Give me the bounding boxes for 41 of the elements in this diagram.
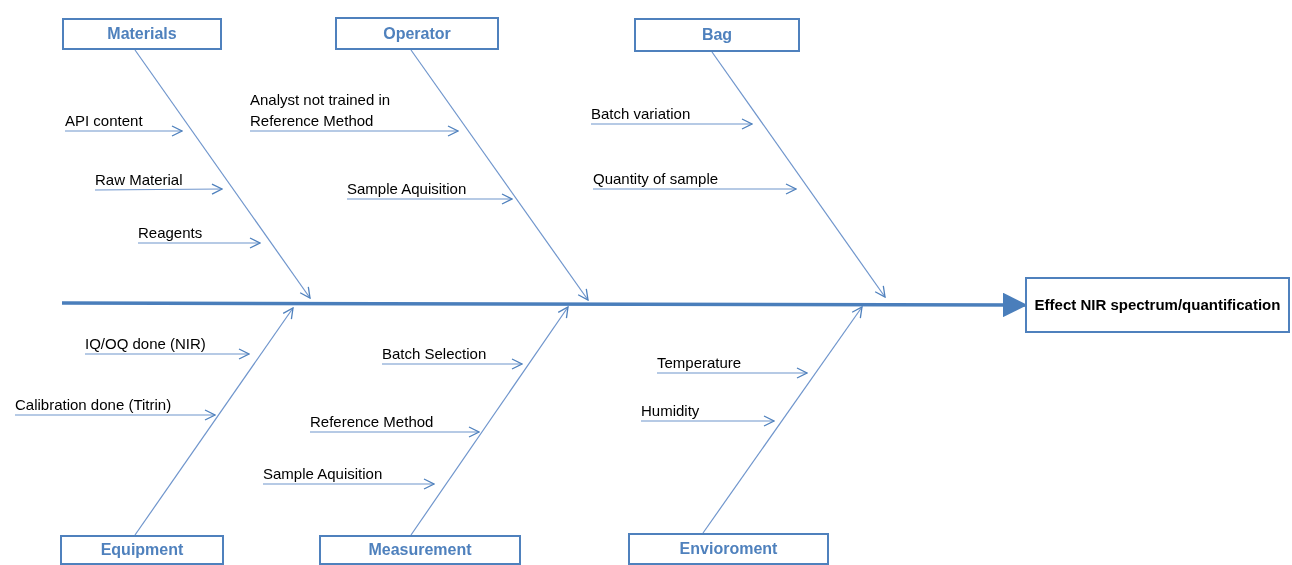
bone-arrow (702, 306, 863, 534)
cause-label: Sample Aquisition (347, 174, 467, 199)
arrow (590, 118, 753, 130)
category-box: Equipment (60, 535, 224, 565)
arrow (137, 237, 261, 249)
category-box: Envioroment (628, 533, 829, 565)
cause-label: Humidity (641, 401, 700, 421)
arrow (249, 125, 459, 137)
arrow (262, 478, 435, 490)
arrow (656, 367, 808, 379)
arrow (381, 358, 523, 370)
bone-arrow (711, 51, 886, 298)
arrow (84, 348, 250, 360)
arrow (640, 415, 775, 427)
cause-label: API content (65, 110, 143, 131)
bone-arrow (134, 307, 294, 536)
arrow (94, 183, 223, 195)
category-box: Measurement (319, 535, 521, 565)
category-box: Operator (335, 17, 499, 50)
arrow (309, 426, 480, 438)
cause-label: Batch Selection (382, 340, 487, 364)
cause-label: Raw Material (95, 168, 183, 190)
cause-label: Calibration done (Titrin) (15, 387, 172, 415)
cause-label: Analyst not trained in Reference Method (250, 82, 425, 131)
category-box: Materials (62, 18, 222, 50)
arrow (14, 409, 216, 421)
cause-label: IQ/OQ done (NIR) (85, 333, 206, 354)
bone-arrow (134, 49, 311, 299)
arrow (346, 193, 513, 205)
cause-label: Quantity of sample (593, 161, 719, 189)
bone-arrow (410, 306, 569, 536)
cause-label: Reagents (138, 225, 203, 243)
cause-label: Reference Method (310, 407, 434, 432)
category-box: Bag (634, 18, 800, 52)
arrow (592, 183, 797, 195)
cause-label: Sample Aquisition (263, 457, 383, 484)
arrow (64, 125, 183, 137)
cause-label: Batch variation (591, 103, 691, 124)
effect-box: Effect NIR spectrum/quantification (1025, 277, 1290, 333)
cause-label: Temperature (657, 344, 742, 373)
bone-arrow (410, 49, 589, 301)
